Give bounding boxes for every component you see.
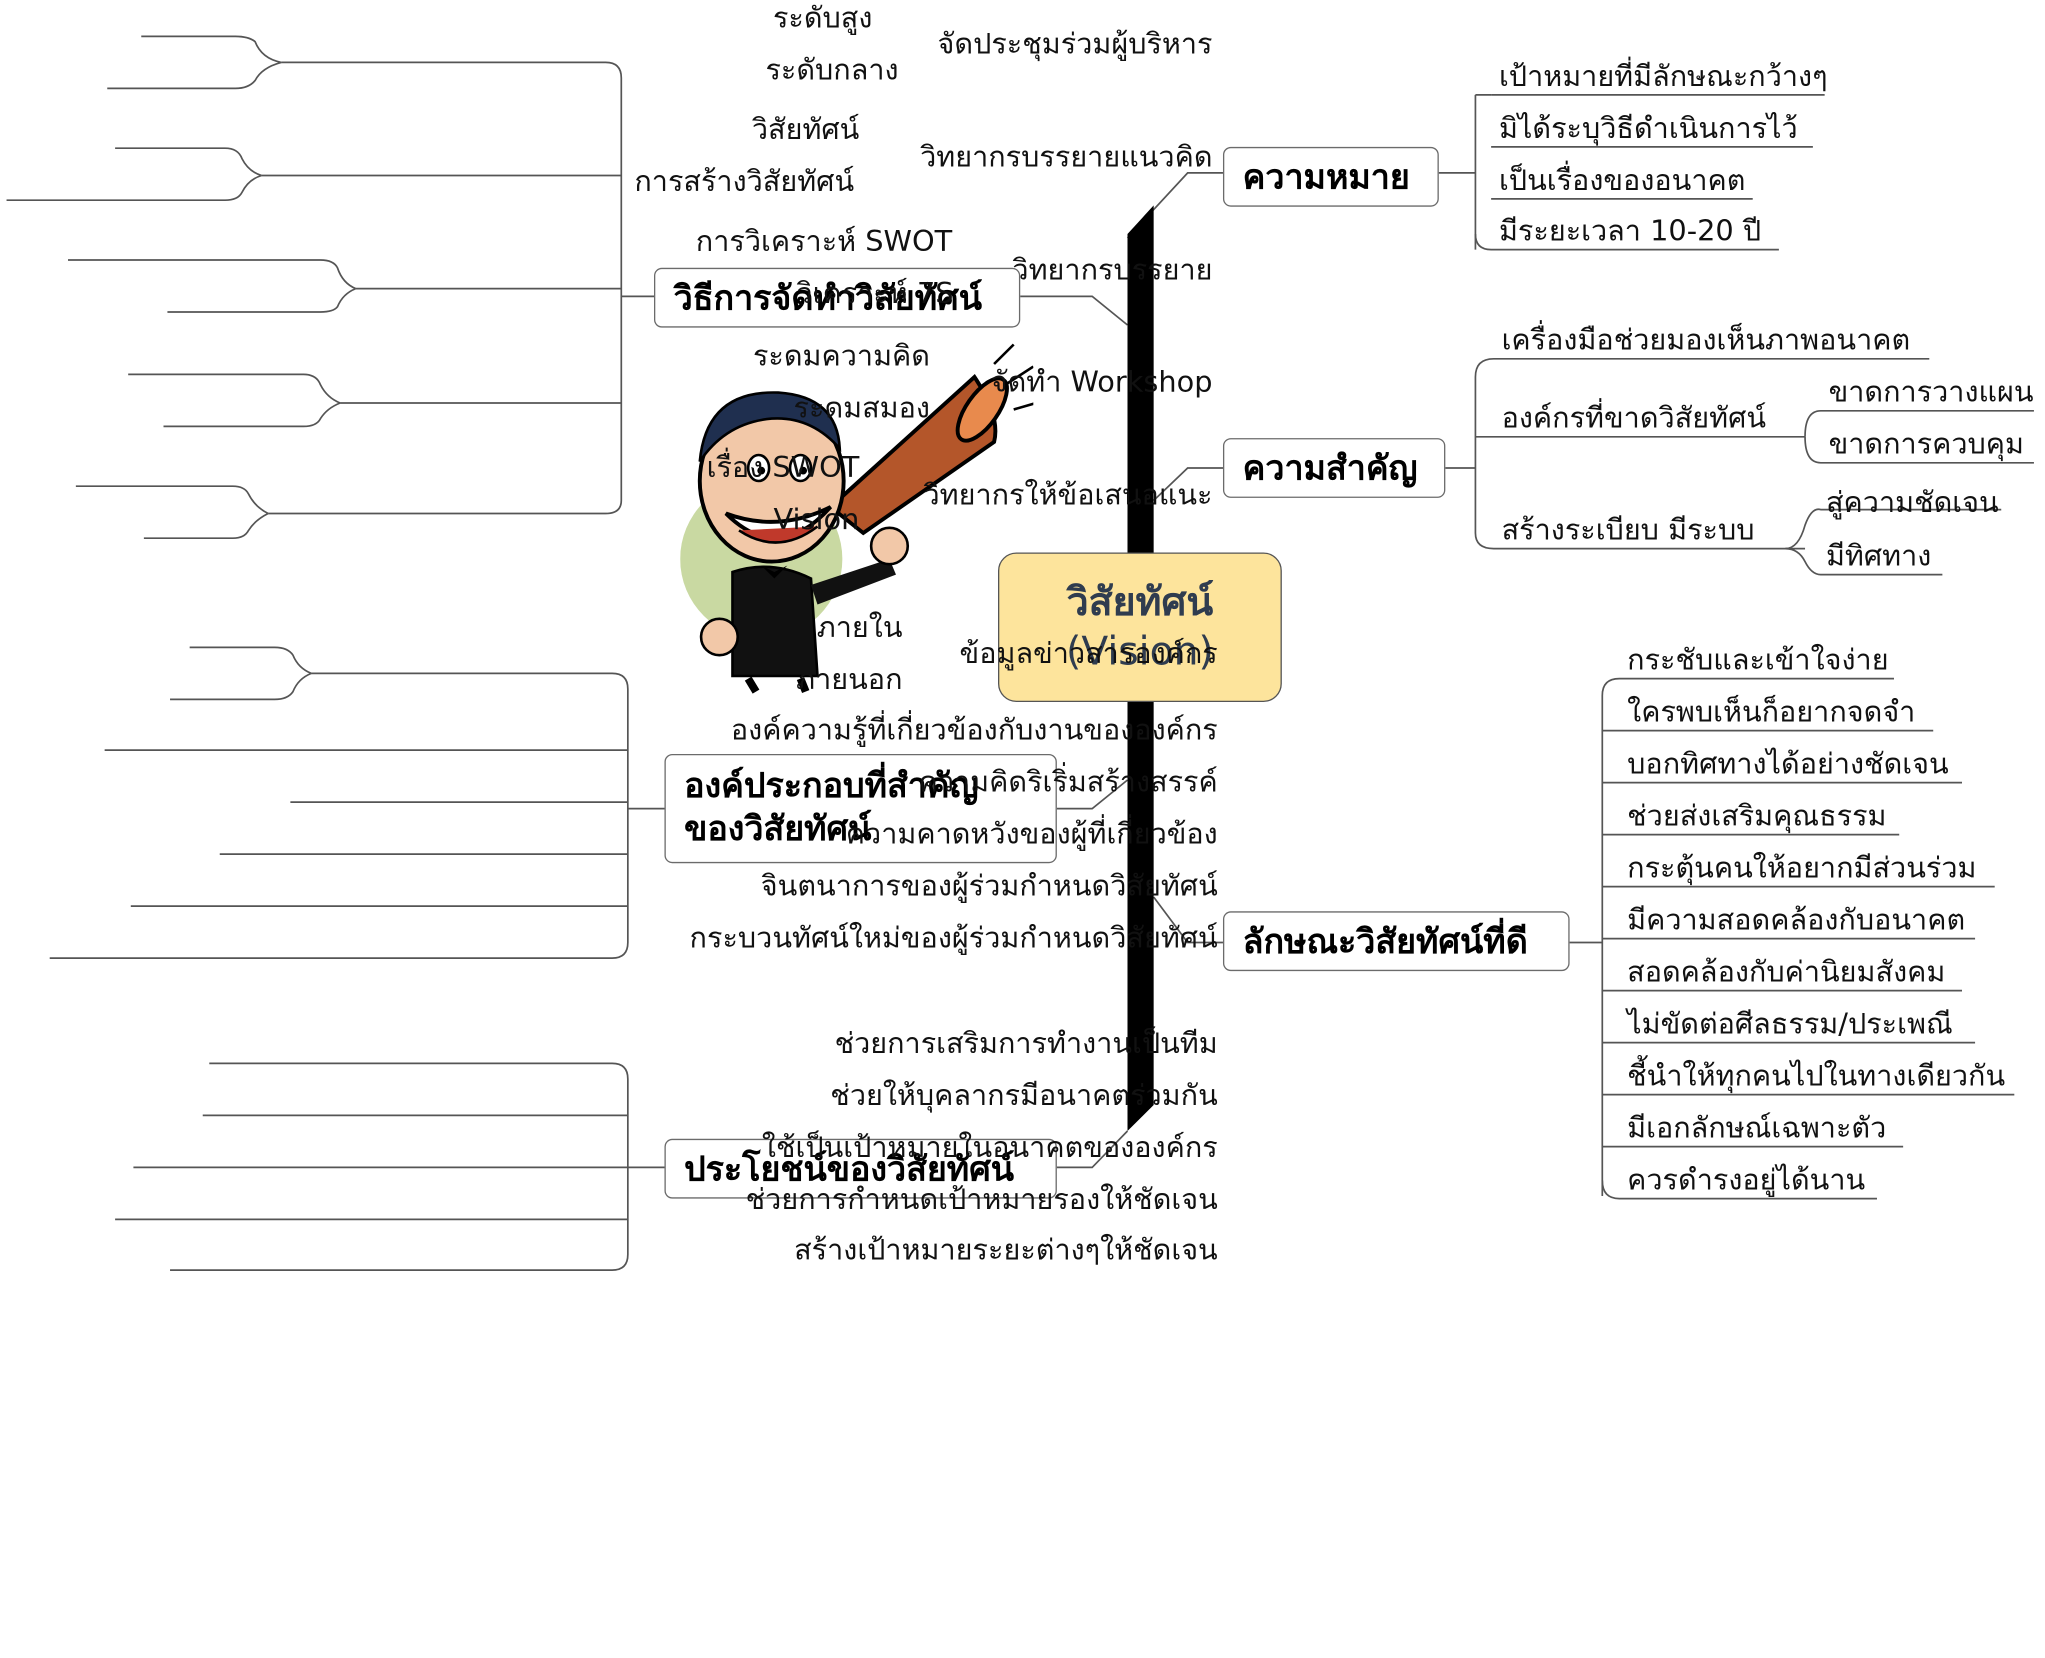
method-subitem: Vision	[773, 504, 860, 537]
importance-subitem: สู่ความชัดเจน	[1825, 487, 1999, 520]
component-item: กระบวนทัศน์ใหม่ของผู้ร่วมกำหนดวิสัยทัศน์	[689, 922, 1218, 956]
method-item: วิทยากรบรรยาย	[1012, 254, 1213, 288]
method-subitem: วิสัยทัศน์	[751, 114, 860, 147]
method-subitem: การวิเคราะห์ SWOT	[695, 226, 953, 259]
component-subitem: ภายใน	[816, 612, 903, 645]
benefit-item: ช่วยให้บุคลากรมีอนาคตร่วมกัน	[830, 1080, 1218, 1113]
megaphone-man-illustration	[680, 343, 1034, 694]
importance-item: เครื่องมือช่วยมองเห็นภาพอนาคต	[1501, 325, 1911, 358]
method-subitem: เรื่อง SWOT	[706, 452, 860, 485]
branch-good-traits[interactable]: ลักษณะวิสัยทัศน์ที่ดี	[1222, 911, 1570, 972]
branch-meaning-label: ความหมาย	[1242, 157, 1410, 197]
importance-subitem: มีทิศทาง	[1825, 540, 1932, 574]
method-item: จัดทำ Workshop	[990, 366, 1213, 400]
benefit-item: ช่วยการกำหนดเป้าหมายรองให้ชัดเจน	[745, 1184, 1218, 1217]
meaning-item: เป็นเรื่องของอนาคต	[1498, 165, 1746, 198]
importance-subitem: ขาดการวางแผน	[1828, 377, 2034, 410]
good-trait-item: กระชับและเข้าใจง่าย	[1627, 644, 1889, 678]
branch-meaning[interactable]: ความหมาย	[1222, 146, 1439, 207]
method-subitem: วิเคราะห์ 7S	[796, 278, 954, 311]
importance-item: องค์กรที่ขาดวิสัยทัศน์	[1501, 403, 1767, 436]
branch-components-label-line2: ของวิสัยทัศน์	[684, 809, 872, 849]
branch-components-label-line1: องค์ประกอบที่สำคัญ	[684, 767, 979, 806]
branch-importance[interactable]: ความสำคัญ	[1222, 438, 1446, 498]
central-topic-subtitle: (Vision)	[1066, 628, 1214, 675]
branch-methods-label: วิธีการจัดทำวิสัยทัศน์	[673, 278, 983, 318]
branch-methods[interactable]: วิธีการจัดทำวิสัยทัศน์	[654, 267, 1021, 328]
method-subitem: ระดมความคิด	[752, 340, 930, 374]
central-topic-title: วิสัยทัศน์	[1066, 579, 1214, 625]
branch-benefits-label: ประโยชน์ของวิสัยทัศน์	[684, 1149, 1015, 1189]
good-trait-item: ชี้นำให้ทุกคนไปในทางเดียวกัน	[1627, 1060, 2006, 1094]
method-subitem: ระดับสูง	[772, 2, 873, 36]
good-trait-item: ควรดำรงอยู่ได้นาน	[1627, 1164, 1866, 1198]
branch-components[interactable]: องค์ประกอบที่สำคัญ ของวิสัยทัศน์	[664, 754, 1057, 864]
good-trait-item: ไม่ขัดต่อศีลธรรม/ประเพณี	[1627, 1008, 1953, 1042]
component-item: ข้อมูลข่าวสารองค์กร	[959, 638, 1218, 671]
meaning-item: มีระยะเวลา 10-20 ปี	[1498, 215, 1762, 249]
method-subitem: การสร้างวิสัยทัศน์	[634, 166, 855, 199]
central-topic[interactable]: วิสัยทัศน์ (Vision)	[998, 552, 1282, 702]
good-trait-item: มีความสอดคล้องกับอนาคต	[1627, 904, 1966, 938]
good-trait-item: มีเอกลักษณ์เฉพาะตัว	[1627, 1112, 1887, 1146]
branch-importance-label: ความสำคัญ	[1242, 449, 1418, 489]
method-item: จัดประชุมร่วมผู้บริหาร	[937, 28, 1213, 62]
meaning-item: เป้าหมายที่มีลักษณะกว้างๆ	[1498, 61, 1828, 94]
good-trait-item: กระตุ้นคนให้อยากมีส่วนร่วม	[1627, 852, 1977, 886]
good-trait-item: ใครพบเห็นก็อยากจดจำ	[1627, 696, 1916, 730]
good-trait-item: สอดคล้องกับค่านิยมสังคม	[1627, 956, 1946, 990]
method-item: วิทยากรให้ข้อเสนอแนะ	[923, 479, 1213, 513]
method-subitem: ระดมสมอง	[793, 392, 930, 426]
benefit-item: ช่วยการเสริมการทำงานเป็นทีม	[834, 1028, 1218, 1061]
benefit-item: สร้างเป้าหมายระยะต่างๆให้ชัดเจน	[794, 1235, 1218, 1268]
component-subitem: ภายนอก	[796, 664, 903, 697]
method-subitem: ระดับกลาง	[765, 54, 899, 88]
importance-subitem: ขาดการควบคุม	[1828, 428, 2025, 462]
component-item: องค์ความรู้ที่เกี่ยวข้องกับงานขององค์กร	[730, 715, 1218, 748]
branch-good-traits-label: ลักษณะวิสัยทัศน์ที่ดี	[1242, 922, 1528, 962]
benefit-item: ใช้เป็นเป้าหมายในอนาคตขององค์กร	[761, 1132, 1218, 1165]
meaning-item: มิได้ระบุวิธีดำเนินการไว้	[1498, 113, 1798, 146]
good-trait-item: ช่วยส่งเสริมคุณธรรม	[1627, 800, 1887, 834]
good-trait-item: บอกทิศทางได้อย่างชัดเจน	[1627, 748, 1949, 782]
importance-item: สร้างระเบียบ มีระบบ	[1501, 514, 1755, 548]
method-item: วิทยากรบรรยายแนวคิด	[920, 141, 1213, 175]
component-item: จินตนาการของผู้ร่วมกำหนดวิสัยทัศน์	[760, 870, 1218, 904]
component-item: ความคิดริเริ่มสร้างสรรค์	[918, 767, 1218, 800]
component-item: ความคาดหวังของผู้ที่เกี่ยวข้อง	[845, 819, 1218, 852]
branch-benefits[interactable]: ประโยชน์ของวิสัยทัศน์	[664, 1138, 1057, 1199]
